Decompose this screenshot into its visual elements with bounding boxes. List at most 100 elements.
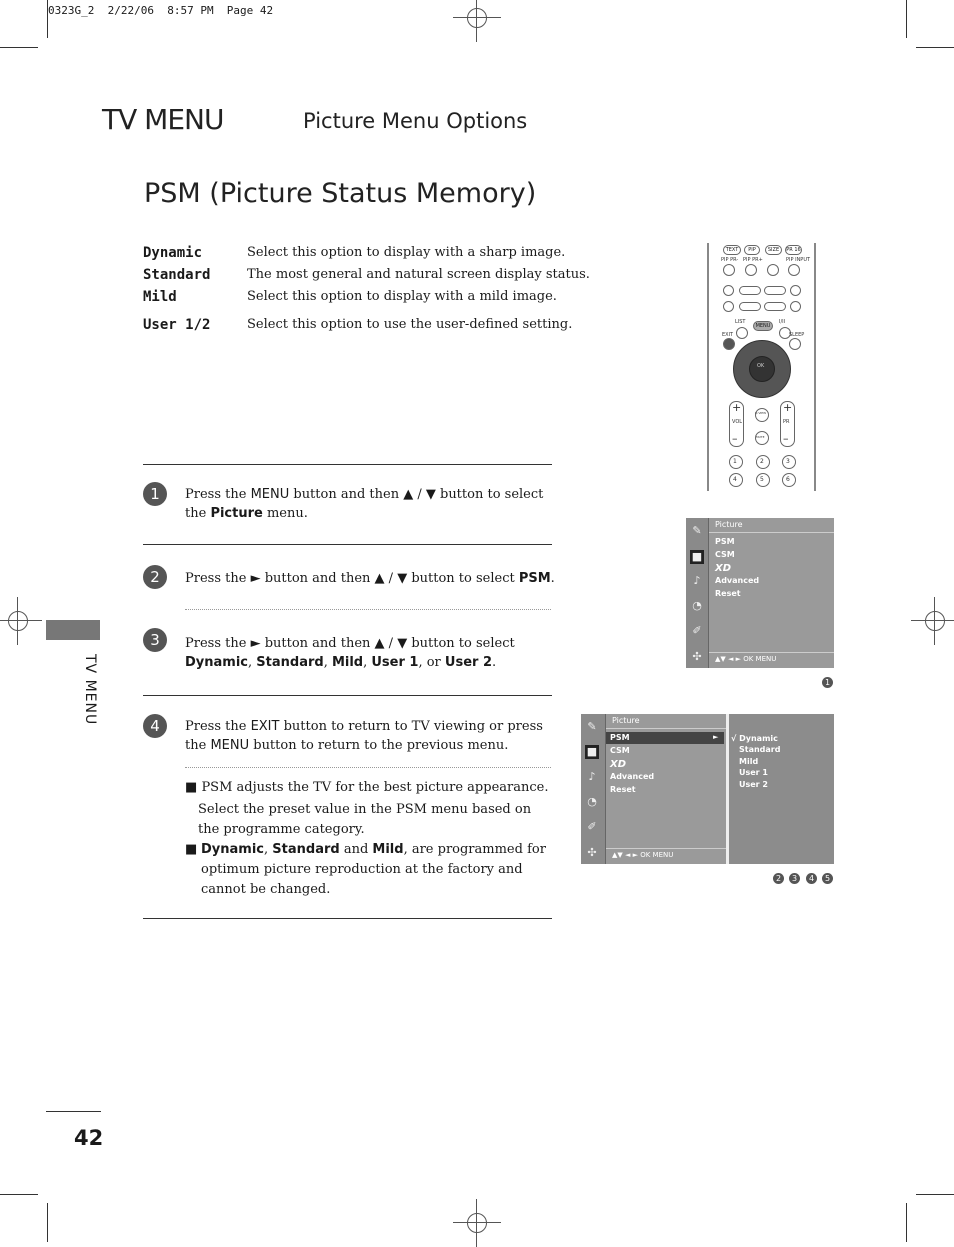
menu-title: Picture: [606, 714, 726, 729]
option-desc-user: Select this option to use the user-defin…: [247, 317, 573, 332]
menu-footer: ▲▼ ◄ ► OK MENU: [709, 652, 834, 665]
minus-icon: –: [732, 432, 738, 445]
option-desc-dynamic: Select this option to display with a sha…: [247, 245, 566, 260]
step-badge-4: 4: [806, 873, 817, 884]
crop-mark: [916, 47, 954, 48]
program-rocker: [780, 401, 795, 447]
digit-3-button: [782, 455, 796, 469]
ok-button: [749, 356, 775, 382]
digit-label: 3: [786, 458, 790, 465]
step-badge-5: 5: [822, 873, 833, 884]
pip-button: PIP: [744, 245, 760, 255]
divider: [143, 695, 552, 696]
rewind-icon: [739, 302, 761, 311]
stop-icon: [790, 285, 801, 296]
registration-mark: [453, 1199, 501, 1247]
menu-item-csm: CSM: [715, 550, 735, 559]
step-4-text: Press the EXIT button to return to TV vi…: [185, 719, 543, 753]
play-icon: [739, 286, 761, 295]
page-number: 42: [74, 1126, 104, 1150]
section-title: Picture Menu Options: [303, 109, 528, 133]
digit-5-button: [756, 473, 770, 487]
digit-label: 1: [733, 458, 737, 465]
print-header: 0323G_2 2/22/06 8:57 PM Page 42: [48, 4, 274, 17]
text-button: TEXT: [723, 245, 741, 255]
menu-panel: Picture PSM CSM XD Advanced Reset ▲▼ ◄ ►…: [709, 518, 834, 668]
submenu-panel: √ Dynamic Standard Mild User 1 User 2: [729, 714, 834, 864]
page-title: PSM (Picture Status Memory): [144, 178, 537, 209]
step-2-text: Press the ► button and then ▲ / ▼ button…: [185, 571, 555, 586]
arrow-right-icon: ►: [713, 733, 719, 741]
menu-item-reset: Reset: [610, 785, 636, 794]
record-icon: [723, 285, 734, 296]
divider: [143, 464, 552, 465]
submenu-item-standard: Standard: [739, 745, 781, 754]
i-ii-button: [779, 327, 791, 339]
list-label: LIST: [735, 319, 746, 325]
vol-label: VOL: [732, 419, 743, 425]
submenu-item-user2: User 2: [739, 780, 768, 789]
pip-pr-plus-label: PIP PR+: [743, 257, 763, 263]
i-ii-label: I/II: [779, 319, 786, 325]
menu-item-psm: PSM: [610, 733, 630, 742]
step-number-3: 3: [143, 628, 167, 652]
ok-label: OK: [757, 363, 765, 369]
menu-item-csm: CSM: [610, 746, 630, 755]
qview-label: Q.VIEW: [755, 411, 767, 415]
exit-label: EXIT: [722, 332, 734, 338]
menu-panel: Picture PSM ► CSM XD Advanced Reset ▲▼ ◄…: [606, 714, 726, 864]
option-desc-mild: Select this option to display with a mil…: [247, 289, 557, 304]
next-icon: [790, 301, 801, 312]
sound-icon: ♪: [588, 770, 596, 783]
pause-icon: [764, 286, 786, 295]
size-button: SIZE: [765, 245, 782, 255]
menu-item-reset: Reset: [715, 589, 741, 598]
mute-label: MUTE: [756, 435, 765, 439]
submenu-item-user1: User 1: [739, 768, 768, 777]
divider: [185, 609, 551, 610]
menu-item-advanced: Advanced: [610, 772, 655, 781]
option-term-user: User 1/2: [143, 317, 211, 333]
digit-1-button: [729, 455, 743, 469]
digit-label: 6: [786, 476, 790, 483]
divider: [46, 1111, 101, 1112]
step-number-4: 4: [143, 714, 167, 738]
digit-label: 2: [760, 458, 764, 465]
sleep-button: [789, 338, 801, 350]
digit-label: 4: [733, 476, 737, 483]
step-3-text: Press the ► button and then ▲ / ▼ button…: [185, 636, 515, 670]
menu-item-psm: PSM: [715, 537, 735, 546]
panel-divider: [726, 714, 729, 864]
picture-menu-osd: ✎ ■ ♪ ◔ ✐ ✣ Picture PSM CSM XD Advanced …: [686, 518, 834, 668]
digit-4-button: [729, 473, 743, 487]
pip-pr-minus-label: PIP PR-: [721, 257, 739, 263]
divider: [143, 918, 552, 919]
plus-icon: +: [732, 401, 742, 414]
setup-icon: ✣: [692, 650, 702, 663]
digit-6-button: [782, 473, 796, 487]
chapter-title: TV MENU: [102, 103, 224, 136]
volume-rocker: [729, 401, 744, 447]
mute-button: [755, 431, 769, 445]
forward-icon: [764, 302, 786, 311]
step-number-1: 1: [143, 482, 167, 506]
step-badge-1: 1: [822, 677, 833, 688]
step-badge-3: 3: [789, 873, 800, 884]
step-badge-2: 2: [773, 873, 784, 884]
menu-footer: ▲▼ ◄ ► OK MENU: [606, 848, 726, 861]
screen-icon: ■: [585, 745, 599, 759]
qview-button: [755, 408, 769, 422]
option-term-standard: Standard: [143, 267, 211, 283]
remote-button: [788, 264, 800, 276]
registration-mark: [0, 597, 42, 645]
option-icon: ✐: [692, 624, 702, 637]
step-1-text: Press the MENU button and then ▲ / ▼ but…: [185, 487, 544, 521]
option-term-dynamic: Dynamic: [143, 245, 203, 261]
option-term-mild: Mild: [143, 289, 177, 305]
picture-icon: ✎: [587, 720, 597, 733]
menu-icon-column: ✎ ■ ♪ ◔ ✐ ✣: [581, 714, 606, 864]
sleep-label: SLEEP: [789, 332, 805, 338]
crop-mark: [0, 47, 38, 48]
time-icon: ◔: [587, 795, 597, 808]
menu-item-xd: XD: [715, 563, 732, 574]
